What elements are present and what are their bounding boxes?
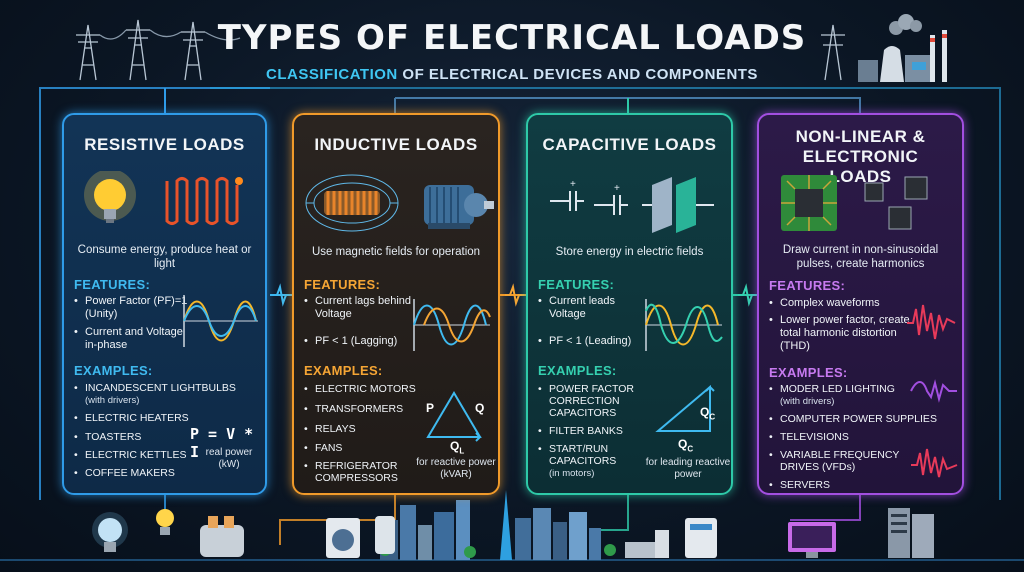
ql-main: Q [450, 439, 460, 453]
example-sublabel: (with drivers) [780, 396, 835, 407]
features-heading: FEATURES: [74, 277, 151, 292]
capacitor-plates-icon [642, 177, 714, 233]
triangle-label-q: Q [475, 401, 485, 415]
example-sublabel: (with drivers) [85, 395, 140, 406]
example-item: POWER FACTOR CORRECTION CAPACITORS [538, 383, 649, 419]
page-subtitle: CLASSIFICATION OF ELECTRICAL DEVICES AND… [0, 66, 1024, 83]
examples-heading: EXAMPLES: [769, 365, 848, 380]
power-triangle-icon [426, 391, 482, 442]
feature-item: PF < 1 (Leading) [538, 335, 653, 348]
card-description: Draw current in non-sinusoidal pulses, c… [782, 244, 939, 270]
features-heading: FEATURES: [769, 278, 846, 293]
example-item: COFFEE MAKERS [74, 467, 175, 479]
subtitle-rest: OF ELECTRICAL DEVICES AND COMPONENTS [397, 66, 758, 83]
chip-icon [864, 176, 928, 230]
triangle-note: for leading reactive power [645, 457, 731, 480]
card-description: Store energy in electric fields [555, 246, 704, 258]
examples-heading: EXAMPLES: [304, 363, 383, 378]
power-plant-icon [821, 14, 947, 82]
features-heading: FEATURES: [304, 277, 381, 292]
vfd-waveform-icon [911, 448, 958, 478]
example-label: MODER LED LIGHTING [780, 383, 895, 395]
card-description: Use magnetic fields for operation [311, 246, 481, 258]
example-item: COMPUTER POWER SUPPLIES [769, 413, 937, 425]
card-title: NON-LINEAR & ELECTRONIC LOADS [795, 127, 926, 186]
card-title: RESISTIVE LOADS [84, 135, 245, 154]
examples-heading: EXAMPLES: [538, 363, 617, 378]
capacitor-symbol-icon: + + [550, 179, 628, 215]
feature-item: Current and Voltage in-phase [74, 326, 189, 352]
example-item: TOASTERS [74, 431, 141, 443]
microchip-icon [781, 175, 837, 231]
lagging-waveform-icon [413, 299, 491, 351]
electric-motor-icon [424, 185, 494, 229]
example-item: ELECTRIC KETTLES [74, 449, 187, 461]
pulse-connectors [272, 283, 756, 307]
card-title: CAPACITIVE LOADS [542, 135, 717, 154]
example-item: VARIABLE FREQUENCY DRIVES (VFDs) [769, 449, 905, 473]
example-item: FILTER BANKS [538, 425, 623, 437]
feature-item: Power Factor (PF)=1 (Unity) [74, 295, 189, 321]
transmission-towers-icon [76, 19, 241, 81]
example-item: INCANDESCENT LIGHTBULBS(with drivers) [74, 382, 275, 407]
example-item: FANS [304, 442, 342, 454]
leading-power-triangle-icon [655, 384, 715, 432]
page-title: TYPES OF ELECTRICAL LOADS [217, 18, 807, 58]
example-item: REFRIGERATOR COMPRESSORS [304, 460, 415, 484]
formula-note: real power (kW) [205, 447, 253, 470]
triangle-label-qc-bottom: QC [678, 437, 693, 453]
capacitive-illustration: + + [550, 177, 714, 233]
heating-coil-icon [165, 177, 243, 225]
example-item: RELAYS [304, 423, 356, 435]
feature-item: Current lags behind Voltage [304, 295, 419, 321]
led-waveform-icon [910, 379, 957, 403]
harmonic-waveform-icon [907, 304, 956, 340]
example-item: ELECTRIC HEATERS [74, 412, 189, 424]
feature-item: Current leads Voltage [538, 295, 653, 321]
in-phase-waveform-icon [183, 295, 258, 347]
resistive-illustration [84, 171, 243, 225]
example-sublabel: (in motors) [549, 468, 595, 479]
qc-sub: C [709, 412, 716, 422]
feature-item: PF < 1 (Lagging) [304, 335, 419, 348]
example-item: MODER LED LIGHTING(with drivers) [769, 383, 920, 408]
card-inductive: INDUCTIVE LOADS Use magnetic fields for … [292, 113, 500, 495]
qc2-main: Q [678, 437, 688, 451]
feature-item: Complex waveforms [769, 297, 920, 310]
qc2-sub: C [687, 444, 694, 454]
bottom-devices [92, 508, 934, 558]
card-title: INDUCTIVE LOADS [314, 135, 478, 154]
example-item: ELECTRIC MOTORS [304, 383, 416, 395]
power-formula: P = V * I [190, 425, 254, 461]
nonlinear-illustration [781, 175, 928, 231]
example-item: START/RUN CAPACITORS(in motors) [538, 443, 639, 480]
feature-item: Lower power factor, create total harmoni… [769, 314, 910, 353]
card-nonlinear: NON-LINEAR & ELECTRONIC LOADS Draw curre… [757, 113, 964, 495]
examples-heading: EXAMPLES: [74, 363, 153, 378]
qc-main: Q [700, 405, 710, 419]
svg-text:+: + [614, 183, 620, 194]
card-resistive: RESISTIVE LOADS Consume energy, produce … [62, 113, 267, 495]
features-heading: FEATURES: [538, 277, 615, 292]
example-label: INCANDESCENT LIGHTBULBS [85, 382, 236, 394]
triangle-label-ql: QL [450, 439, 464, 455]
inductive-illustration [305, 174, 494, 232]
triangle-label-qc: QC [700, 405, 715, 421]
triangle-label-p: P [426, 401, 435, 415]
card-description: Consume energy, produce heat or light [77, 244, 252, 270]
ql-sub: L [459, 446, 465, 456]
triangle-note: for reactive power (kVAR) [416, 457, 496, 480]
lightbulb-icon [84, 171, 136, 223]
magnetic-coil-icon [305, 174, 399, 232]
svg-text:+: + [570, 179, 576, 190]
leading-waveform-icon [645, 299, 723, 351]
example-item: SERVERS [769, 479, 830, 491]
example-label: START/RUN CAPACITORS [549, 443, 617, 467]
example-item: TELEVISIONS [769, 431, 849, 443]
example-item: TRANSFORMERS [304, 403, 403, 415]
subtitle-highlight: CLASSIFICATION [266, 66, 398, 83]
city-skyline-icon [379, 490, 616, 560]
card-capacitive: CAPACITIVE LOADS + + Store energy in ele… [526, 113, 733, 495]
